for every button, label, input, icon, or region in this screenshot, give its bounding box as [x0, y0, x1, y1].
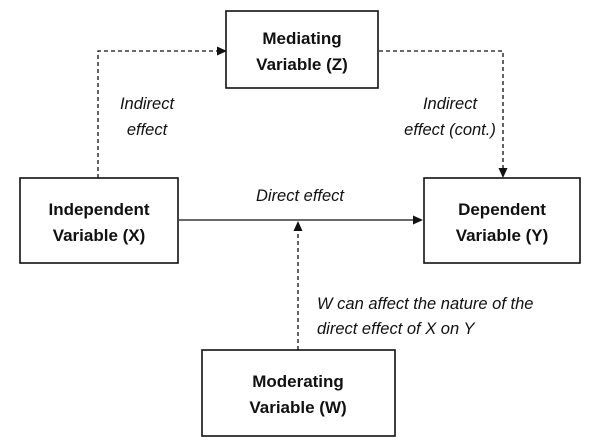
indirect-effect-path-z-to-y [379, 50, 504, 170]
mediating-node-line2: Variable (Z) [256, 55, 348, 74]
mediating-node-line1: Mediating [262, 29, 341, 48]
indirect-right-line1: Indirect [423, 95, 479, 113]
indirect-effect-path-x-to-z [97, 50, 219, 178]
moderating-node-line1: Moderating [252, 372, 344, 391]
moderation-label-line1: W can affect the nature of the [317, 295, 533, 313]
dependent-variable-node: Dependent Variable (Y) [423, 177, 581, 264]
moderating-node-line2: Variable (W) [249, 398, 346, 417]
independent-node-line1: Independent [48, 200, 149, 219]
independent-variable-node: Independent Variable (X) [19, 177, 179, 264]
dependent-node-line1: Dependent [458, 200, 546, 219]
moderation-label: W can affect the nature of the direct ef… [317, 295, 533, 338]
indirect-right-line2: effect (cont.) [404, 121, 496, 139]
indirect-effect-arrowhead-y [498, 168, 508, 178]
direct-effect-label: Direct effect [256, 187, 345, 205]
dependent-node-line2: Variable (Y) [456, 226, 549, 245]
direct-effect-arrowhead [413, 215, 423, 225]
independent-node-line2: Variable (X) [53, 226, 146, 245]
indirect-effect-label-right: Indirect effect (cont.) [404, 95, 496, 139]
indirect-effect-label-left: Indirect effect [120, 95, 176, 139]
mediating-variable-node: Mediating Variable (Z) [225, 10, 379, 89]
moderating-variable-node: Moderating Variable (W) [201, 349, 396, 437]
indirect-left-line1: Indirect [120, 95, 176, 113]
moderation-label-line2: direct effect of X on Y [317, 320, 475, 338]
moderation-arrowhead [293, 221, 303, 231]
indirect-effect-arrowhead-z [217, 46, 227, 56]
indirect-left-line2: effect [127, 121, 169, 139]
